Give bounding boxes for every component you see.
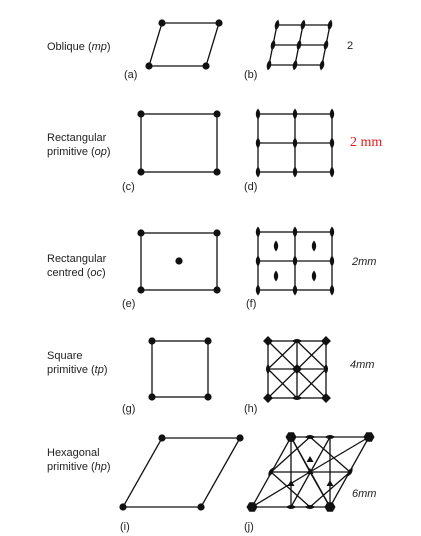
symmetry-b <box>266 19 333 71</box>
diad-glyph <box>329 226 335 238</box>
symmetry-d <box>255 108 335 178</box>
symmetry-label-hexagonal: 6mm <box>352 488 376 500</box>
label-square-1: Square <box>47 350 82 362</box>
diad-glyph <box>305 435 315 439</box>
symmetry-label-rect-primitive: 2 mm <box>350 135 382 150</box>
diad-glyph <box>292 284 298 296</box>
diad-glyph <box>274 19 280 31</box>
diad-glyph <box>292 255 298 267</box>
diad-glyph <box>273 270 279 282</box>
tag-j: (j) <box>244 521 254 533</box>
diad-glyph <box>325 435 335 439</box>
label-square-2: primitive (tp) <box>47 364 108 376</box>
tetrad-glyph <box>263 336 273 346</box>
diad-glyph <box>255 108 261 120</box>
diad-glyph <box>329 166 335 178</box>
triad-glyph <box>287 480 295 486</box>
label-oblique: Oblique (mp) <box>47 41 111 53</box>
diad-glyph <box>273 240 279 252</box>
diad-glyph <box>324 364 328 374</box>
triad-glyph <box>326 480 334 486</box>
diad-glyph <box>296 39 302 51</box>
symmetry-label-oblique: 2 <box>347 40 353 52</box>
tetrad-glyph <box>292 364 302 374</box>
row-hexagonal-primitive: Hexagonal primitive (hp) (i) <box>47 432 376 533</box>
symmetry-h <box>263 336 331 403</box>
label-rect-centred-1: Rectangular <box>47 253 107 265</box>
diad-glyph <box>311 240 317 252</box>
label-hex-2: primitive (hp) <box>47 461 111 473</box>
diad-glyph <box>255 166 261 178</box>
tetrad-glyph <box>321 393 331 403</box>
diad-glyph <box>292 166 298 178</box>
label-rect-primitive-2: primitive (op) <box>47 146 111 158</box>
diad-glyph <box>329 108 335 120</box>
triad-glyph <box>306 456 314 462</box>
diad-glyph <box>268 467 274 477</box>
row-oblique: Oblique (mp) (a) (b) 2 <box>47 19 353 81</box>
diad-glyph <box>292 137 298 149</box>
diad-glyph <box>292 339 302 343</box>
hexad-glyph <box>285 432 297 442</box>
diad-glyph <box>270 39 276 51</box>
diad-glyph <box>255 226 261 238</box>
tag-h: (h) <box>244 403 257 415</box>
diad-glyph <box>329 255 335 267</box>
diad-glyph <box>292 226 298 238</box>
diad-glyph <box>286 505 296 509</box>
diad-glyph <box>329 284 335 296</box>
tag-g: (g) <box>122 403 135 415</box>
diad-glyph <box>266 59 272 71</box>
tag-d: (d) <box>244 181 257 193</box>
row-rect-centred: Rectangular centred (oc) (e) (f) 2mm <box>47 226 376 310</box>
row-rect-primitive: Rectangular primitive (op) (c) (d) 2 mm <box>47 108 382 193</box>
diad-glyph <box>255 255 261 267</box>
row-square-primitive: Square primitive (tp) (g) (h) 4mm <box>47 336 374 415</box>
tag-i: (i) <box>120 521 130 533</box>
diad-glyph <box>347 467 353 477</box>
lattice-i <box>119 434 244 511</box>
tag-f: (f) <box>246 298 256 310</box>
tag-c: (c) <box>122 181 135 193</box>
tag-b: (b) <box>244 69 257 81</box>
symmetry-label-rect-centred: 2mm <box>351 256 376 268</box>
tetrad-glyph <box>263 393 273 403</box>
symmetry-j <box>246 432 375 512</box>
hexad-glyph <box>324 502 336 512</box>
diad-glyph <box>311 270 317 282</box>
diad-glyph <box>329 137 335 149</box>
diad-glyph <box>255 284 261 296</box>
lattice-e <box>137 229 221 294</box>
diad-glyph <box>266 364 270 374</box>
tag-a: (a) <box>124 69 137 81</box>
label-hex-1: Hexagonal <box>47 447 100 459</box>
diad-glyph <box>292 108 298 120</box>
diad-glyph <box>300 19 306 31</box>
label-rect-centred-2: centred (oc) <box>47 267 106 279</box>
tetrad-glyph <box>321 336 331 346</box>
diad-glyph <box>327 19 333 31</box>
diad-glyph <box>319 59 325 71</box>
lattice-c <box>137 110 221 176</box>
lattice-a <box>145 19 223 70</box>
diad-glyph <box>255 137 261 149</box>
hexad-glyph <box>363 432 375 442</box>
label-rect-primitive-1: Rectangular <box>47 132 107 144</box>
hexad-glyph <box>246 502 258 512</box>
triad-glyph <box>306 468 314 474</box>
diad-glyph <box>305 505 315 509</box>
symmetry-label-square: 4mm <box>350 359 374 371</box>
diad-glyph <box>292 59 298 71</box>
diad-glyph <box>292 396 302 400</box>
symmetry-f <box>255 226 335 296</box>
diad-glyph <box>323 39 329 51</box>
lattice-g <box>148 337 212 401</box>
tag-e: (e) <box>122 298 135 310</box>
